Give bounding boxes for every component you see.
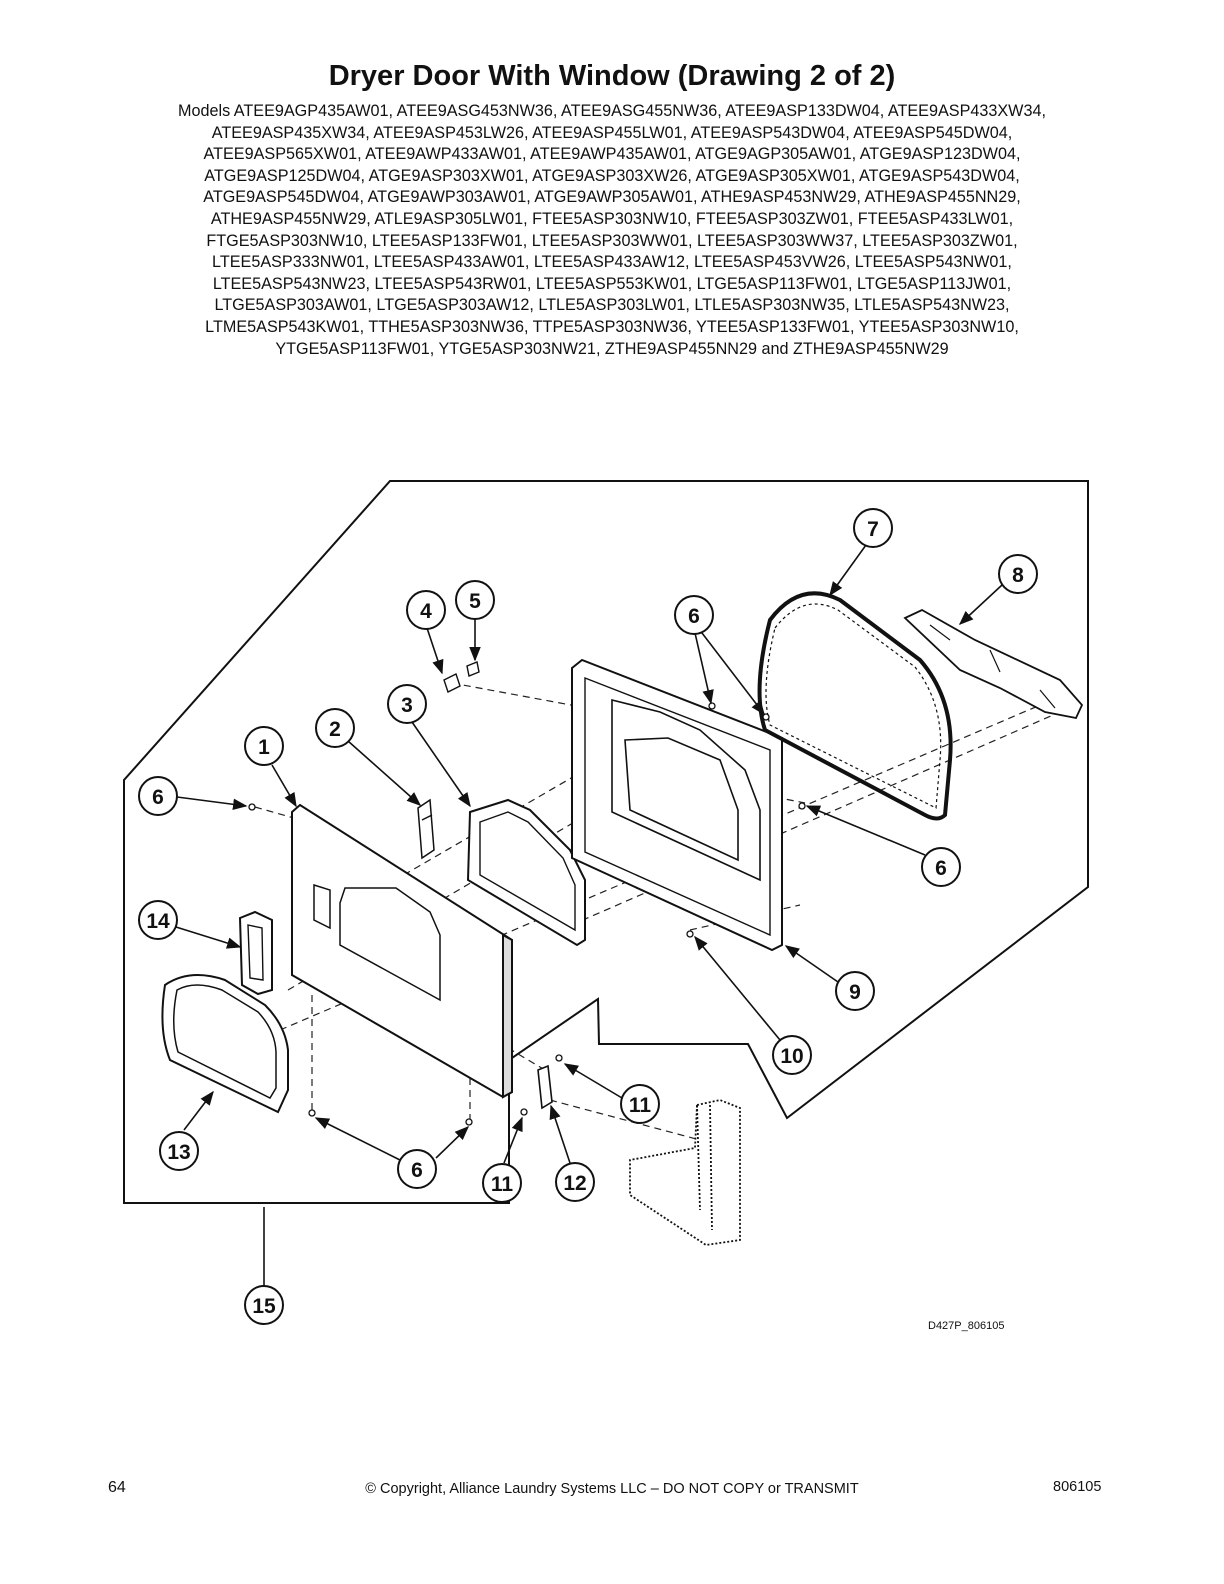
door-panel: [291, 803, 513, 1099]
inner-door-panel: [571, 658, 783, 952]
svg-text:6: 6: [411, 1159, 423, 1182]
svg-text:10: 10: [780, 1045, 803, 1068]
gasket-inner-line: [765, 603, 942, 809]
callout-7: 7: [853, 508, 893, 548]
svg-text:5: 5: [469, 590, 481, 613]
svg-text:8: 8: [1012, 564, 1024, 587]
callout-15: 15: [244, 1285, 284, 1325]
callout-1: 1: [244, 726, 284, 766]
latch-strike: [903, 608, 1084, 720]
page-title: Dryer Door With Window (Drawing 2 of 2): [328, 60, 896, 92]
callout-12: 12: [555, 1162, 595, 1202]
svg-text:2: 2: [329, 718, 341, 741]
clip-parts: [443, 661, 480, 693]
models-list: Models ATEE9AGP435AW01, ATEE9ASG453NW36,…: [100, 101, 1124, 360]
models-line: LTEE5ASP543NW23, LTEE5ASP543RW01, LTEE5A…: [212, 274, 1012, 293]
models-line: ATGE9ASP545DW04, ATGE9AWP303AW01, ATGE9A…: [203, 188, 1021, 207]
callout-11-left: 11: [482, 1163, 522, 1203]
assembly-boundary: [123, 480, 1089, 1204]
callout-3: 3: [387, 684, 427, 724]
svg-text:13: 13: [167, 1141, 190, 1164]
models-line: ATGE9ASP125DW04, ATGE9ASP303XW01, ATGE9A…: [204, 166, 1020, 185]
callout-6-bottom: 6: [397, 1149, 437, 1189]
hinge: [537, 1064, 553, 1110]
svg-text:4: 4: [420, 600, 432, 623]
svg-text:6: 6: [688, 605, 700, 628]
models-line: LTGE5ASP303AW01, LTGE5ASP303AW12, LTLE5A…: [214, 296, 1010, 315]
svg-text:3: 3: [401, 694, 413, 717]
models-line: LTME5ASP543KW01, TTHE5ASP303NW36, TTPE5A…: [205, 317, 1019, 336]
callout-14: 14: [138, 900, 178, 940]
screws: [248, 702, 806, 1126]
svg-text:6: 6: [935, 857, 947, 880]
models-line: ATEE9ASP565XW01, ATEE9AWP433AW01, ATEE9A…: [203, 145, 1021, 164]
drawing-id: D427P_806105: [928, 1320, 1005, 1332]
document-number: 806105: [1053, 1479, 1102, 1495]
models-line: ATHE9ASP455NW29, ATLE9ASP305LW01, FTEE5A…: [210, 209, 1014, 228]
svg-text:7: 7: [867, 518, 879, 541]
copyright-notice: © Copyright, Alliance Laundry Systems LL…: [365, 1481, 859, 1497]
svg-text:1: 1: [258, 736, 270, 759]
window-trim: [466, 798, 586, 947]
models-line: ATEE9ASP435XW34, ATEE9ASP453LW26, ATEE9A…: [211, 123, 1013, 142]
svg-text:14: 14: [146, 910, 170, 933]
window-bezel: [161, 974, 289, 1114]
callout-11-right: 11: [620, 1084, 660, 1124]
svg-text:6: 6: [152, 786, 164, 809]
svg-text:9: 9: [849, 981, 861, 1004]
svg-text:11: 11: [491, 1173, 514, 1196]
page-number: 64: [108, 1479, 126, 1496]
callout-13: 13: [159, 1131, 199, 1171]
models-line: LTEE5ASP333NW01, LTEE5ASP433AW01, LTEE5A…: [212, 253, 1012, 272]
callout-9: 9: [835, 971, 875, 1011]
callout-5: 5: [455, 580, 495, 620]
hinge-bracket: [417, 798, 435, 860]
callout-2: 2: [315, 708, 355, 748]
svg-text:12: 12: [563, 1172, 586, 1195]
callout-10: 10: [772, 1035, 812, 1075]
callout-6-right: 6: [921, 847, 961, 887]
callout-6-top: 6: [674, 595, 714, 635]
callout-8: 8: [998, 554, 1038, 594]
svg-text:11: 11: [629, 1094, 652, 1117]
callout-4: 4: [406, 590, 446, 630]
door-handle: [238, 910, 273, 996]
leader-lines: [175, 544, 1003, 1288]
svg-text:15: 15: [252, 1295, 276, 1318]
callout-6-left: 6: [138, 776, 178, 816]
models-line: YTGE5ASP113FW01, YTGE5ASP303NW21, ZTHE9A…: [275, 339, 949, 358]
models-line: FTGE5ASP303NW10, LTEE5ASP133FW01, LTEE5A…: [206, 231, 1018, 250]
models-line: Models ATEE9AGP435AW01, ATEE9ASG453NW36,…: [178, 102, 1046, 120]
callouts: 1 2 3 4 5 6 6 6 6 7 8 9 10 11 11 12 13 1…: [138, 508, 1038, 1325]
cabinet-reference: [629, 1099, 741, 1246]
